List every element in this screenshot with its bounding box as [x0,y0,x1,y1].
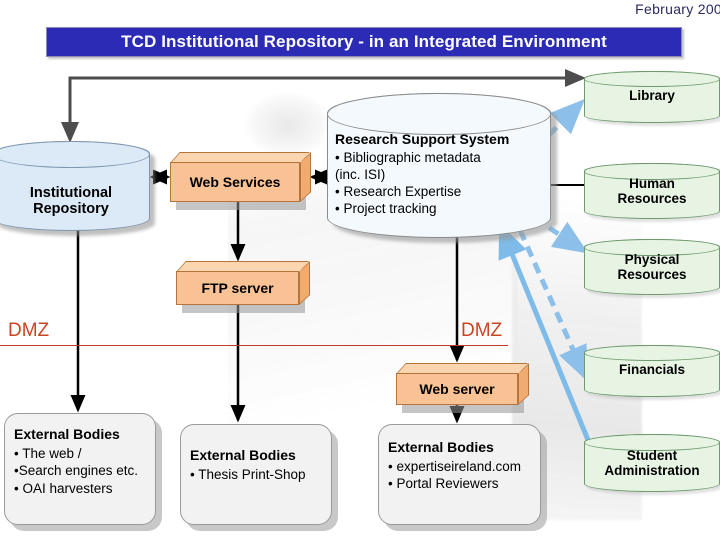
node-title: External Bodies [190,447,296,463]
slide-title-banner: TCD Institutional Repository - in an Int… [46,27,682,57]
node-web-services[interactable]: Web Services [170,152,311,210]
connector-studentadmin-to-rss [498,222,593,446]
node-label: Physical Resources [584,252,720,282]
node-bullet: (inc. ISI) [335,166,386,182]
cylinder-top [0,141,150,168]
box-face: Web server [396,373,518,405]
cylinder-top [584,71,720,87]
node-label: FTP server [201,280,274,296]
connector-rss-to-financials [517,228,588,382]
node-bullet: •Search engines etc. [14,463,139,479]
cylinder-top [584,345,720,361]
node-bullet: • Portal Reviewers [388,476,499,492]
node-external-bodies-web[interactable]: External Bodies • The web / •Search engi… [4,413,162,531]
node-label-line1: Institutional [29,185,113,201]
node-label: Human Resources [584,176,720,206]
node-label: Student Administration [584,448,720,478]
node-label: Financials [584,362,720,377]
node-label: Library [584,88,720,103]
node-label-line1: Library [629,88,675,103]
box-face: External Bodies • The web / •Search engi… [4,413,156,525]
node-label-line1: Student [626,448,678,463]
node-label-line1: Financials [618,362,686,377]
node-label-line2: Resources [617,267,687,283]
node-financials[interactable]: Financials [584,345,720,397]
node-title: External Bodies [14,426,120,442]
node-label-line1: Human [629,176,675,191]
slide-date: February 200 [635,1,720,17]
box-face: External Bodies • Thesis Print-Shop [180,424,332,525]
dmz-label-right: DMZ [461,320,503,341]
node-external-bodies-portal[interactable]: External Bodies • expertiseireland.com •… [378,424,547,531]
node-bullet: • Thesis Print-Shop [190,467,306,482]
node-label-line1: Physical [624,252,680,267]
node-bullet: • OAI harvesters [14,480,113,496]
node-bullet: • Research Expertise [335,183,462,199]
node-bullet: • Bibliographic metadata [335,149,481,165]
node-label-line2: Administration [604,463,700,479]
node-external-bodies-print[interactable]: External Bodies • Thesis Print-Shop [180,424,338,531]
node-label-line2: Resources [617,191,687,207]
page-title: TCD Institutional Repository - in an Int… [121,32,607,51]
node-student-administration[interactable]: Student Administration [584,434,720,492]
node-human-resources[interactable]: Human Resources [584,163,720,219]
connector-ir-to-library [61,69,586,143]
node-bullet: • Project tracking [335,200,437,216]
dmz-divider-line [0,345,508,346]
node-library[interactable]: Library [584,71,720,123]
node-physical-resources[interactable]: Physical Resources [584,239,720,295]
node-label: Institutional Repository [0,185,150,217]
node-bullet: • The web / [14,446,82,461]
cylinder-top [327,93,551,136]
node-label-line2: Repository [33,201,109,218]
node-content: Research Support System • Bibliographic … [335,131,549,217]
node-ftp-server[interactable]: FTP server [176,261,310,313]
box-face: Web Services [170,162,300,202]
dmz-label-left: DMZ [8,320,50,341]
node-title: Research Support System [335,131,510,147]
node-bullet: • expertiseireland.com [388,459,522,474]
box-face: External Bodies • expertiseireland.com •… [378,424,541,525]
node-label: Web server [419,381,495,397]
node-institutional-repository[interactable]: Institutional Repository [0,141,150,231]
node-research-support-system[interactable]: Research Support System • Bibliographic … [327,93,551,238]
node-web-server[interactable]: Web server [396,363,529,413]
node-label: Web Services [189,174,281,190]
node-title: External Bodies [388,439,494,455]
box-face: FTP server [176,271,299,305]
